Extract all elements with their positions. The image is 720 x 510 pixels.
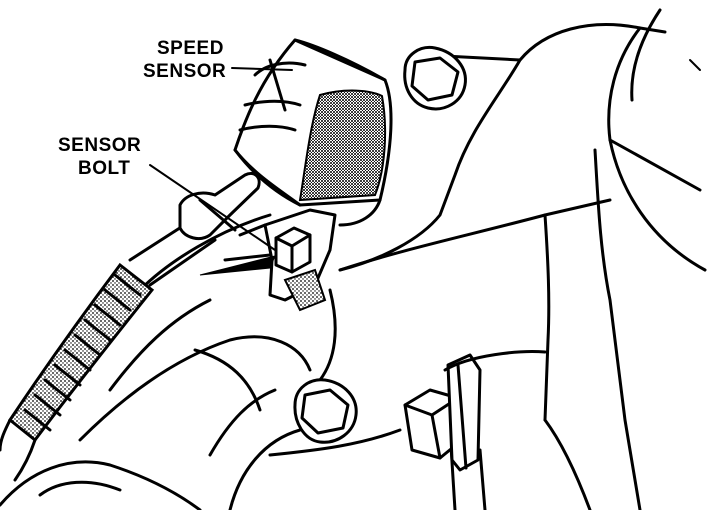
cable-ribs: [23, 273, 142, 432]
callout-speed-sensor: SPEED SENSOR: [143, 38, 226, 82]
mounting-bracket: [0, 213, 402, 510]
sensor-bolt-label-line2: BOLT: [78, 158, 130, 179]
speed-sensor-leader: [231, 67, 293, 71]
sensor-bolt-leader: [149, 164, 276, 251]
hex-bolt-side: [403, 350, 547, 472]
speed-sensor-label-line1: SPEED: [157, 38, 224, 59]
sensor-bolt-arrow: [199, 255, 276, 276]
sensor-bolt-label-line1: SENSOR: [58, 135, 141, 156]
speed-sensor: [178, 38, 393, 240]
hex-bolt-middle: [293, 378, 358, 444]
sensor-bolt: [274, 226, 312, 274]
speed-sensor-label-line2: SENSOR: [143, 61, 226, 82]
leader-lines: [149, 67, 293, 276]
callout-sensor-bolt: SENSOR BOLT: [58, 135, 141, 179]
hex-bolt-top: [403, 45, 467, 111]
